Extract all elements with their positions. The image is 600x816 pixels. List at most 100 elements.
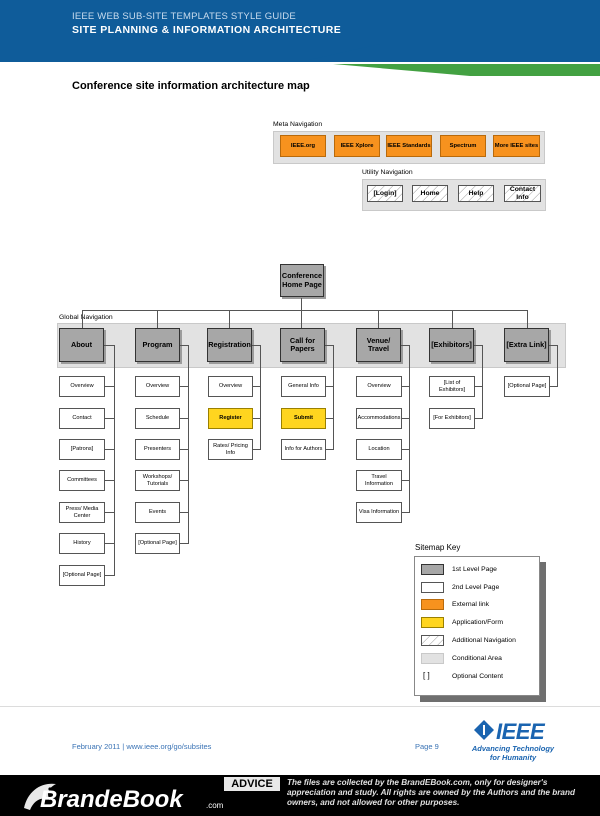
connector <box>401 345 410 346</box>
connector <box>157 310 158 328</box>
connector <box>452 310 453 328</box>
page-heading: Conference site information architecture… <box>72 80 310 92</box>
connector <box>402 480 410 481</box>
page-program-schedule[interactable]: Schedule <box>135 408 180 429</box>
connector <box>180 418 189 419</box>
page-about-overview[interactable]: Overview <box>59 376 105 397</box>
connector <box>326 386 334 387</box>
key-swatch-level1 <box>421 564 444 575</box>
page-exhibitors-for-exhibitors[interactable]: [For Exhibitors] <box>429 408 475 429</box>
global-nav-call-for-papers[interactable]: Call for Papers <box>280 328 325 362</box>
connector <box>105 386 115 387</box>
connector <box>301 310 302 328</box>
connector <box>402 449 410 450</box>
key-label-external: External link <box>452 601 490 608</box>
page-venue-overview[interactable]: Overview <box>356 376 402 397</box>
connector <box>82 310 83 328</box>
key-swatch-brackets: [ ] <box>423 671 430 680</box>
key-label-level2: 2nd Level Page <box>452 584 500 591</box>
key-label-level1: 1st Level Page <box>452 566 497 573</box>
page-about-contact[interactable]: Contact <box>59 408 105 429</box>
page-program-overview[interactable]: Overview <box>135 376 180 397</box>
connector <box>549 345 558 346</box>
connector <box>114 345 115 575</box>
global-nav-about[interactable]: About <box>59 328 104 362</box>
header-subtitle: IEEE WEB SUB-SITE TEMPLATES STYLE GUIDE <box>72 11 296 22</box>
utility-nav-home[interactable]: Home <box>412 185 448 202</box>
page-about-patrons[interactable]: [Patrons] <box>59 439 105 460</box>
page-program-presenters[interactable]: Presenters <box>135 439 180 460</box>
connector <box>105 575 115 576</box>
connector <box>253 386 261 387</box>
page-registration-rates-pricing[interactable]: Rates/ Pricing Info <box>208 439 253 460</box>
utility-nav-help[interactable]: Help <box>458 185 494 202</box>
connector <box>105 512 115 513</box>
connector <box>402 512 410 513</box>
ieee-logo-wordmark: IEEE <box>496 719 545 744</box>
page-cfp-submit[interactable]: Submit <box>281 408 326 429</box>
connector <box>229 310 230 328</box>
connector <box>180 449 189 450</box>
page-venue-travel-information[interactable]: Travel Information <box>356 470 402 491</box>
connector <box>105 543 115 544</box>
global-nav-exhibitors[interactable]: [Exhibitors] <box>429 328 474 362</box>
global-nav-registration[interactable]: Registration <box>207 328 252 362</box>
connector <box>253 418 261 419</box>
utility-nav-label: Utility Navigation <box>362 169 413 176</box>
meta-nav-more-ieee-sites[interactable]: More IEEE sites <box>493 135 540 157</box>
connector <box>105 480 115 481</box>
key-swatch-conditional <box>421 653 444 664</box>
page-venue-visa-information[interactable]: Visa Information <box>356 502 402 523</box>
connector <box>301 298 302 310</box>
connector <box>550 386 558 387</box>
header-green-swoosh <box>300 44 600 76</box>
global-nav-program[interactable]: Program <box>135 328 180 362</box>
page-registration-register[interactable]: Register <box>208 408 253 429</box>
page-program-events[interactable]: Events <box>135 502 180 523</box>
page-about-history[interactable]: History <box>59 533 105 554</box>
page-about-press-media-center[interactable]: Press/ Media Center <box>59 502 105 523</box>
watermark-note: The files are collected by the BrandEBoo… <box>287 778 575 807</box>
connector <box>105 449 115 450</box>
advice-badge: ADVICE <box>224 777 280 791</box>
utility-nav-login[interactable]: [Login] <box>367 185 403 202</box>
utility-nav-contact-info[interactable]: Contact Info <box>504 185 541 202</box>
page-exhibitors-list[interactable]: [List of Exhibitors] <box>429 376 475 397</box>
ieee-diamond-icon <box>474 720 494 740</box>
page-about-committees[interactable]: Committees <box>59 470 105 491</box>
global-nav-venue-travel[interactable]: Venue/ Travel <box>356 328 401 362</box>
page-cfp-general-info[interactable]: General Info <box>281 376 326 397</box>
page-venue-location[interactable]: Location <box>356 439 402 460</box>
meta-nav-spectrum[interactable]: Spectrum <box>440 135 486 157</box>
page-registration-overview[interactable]: Overview <box>208 376 253 397</box>
key-label-optional: Optional Content <box>452 673 504 680</box>
connector <box>188 345 189 544</box>
key-swatch-level2 <box>421 582 444 593</box>
page-venue-accommodations[interactable]: Accommodations <box>356 408 402 429</box>
connector <box>82 310 528 311</box>
meta-nav-ieee-xplore[interactable]: IEEE Xplore <box>334 135 380 157</box>
home-page-box[interactable]: Conference Home Page <box>280 264 324 297</box>
global-nav-extra-link[interactable]: [Extra Link] <box>504 328 549 362</box>
page-about-optional-page[interactable]: [Optional Page] <box>59 565 105 586</box>
watermark-bar <box>0 775 600 816</box>
meta-nav-label: Meta Navigation <box>273 121 323 128</box>
meta-nav-ieee-standards[interactable]: IEEE Standards <box>386 135 432 157</box>
connector <box>326 449 334 450</box>
footer-page-number: Page 9 <box>415 742 439 751</box>
footer-divider <box>0 706 600 707</box>
connector <box>475 418 483 419</box>
connector <box>333 345 334 450</box>
eagle-logo-icon <box>24 783 56 810</box>
page-extra-optional-page[interactable]: [Optional Page] <box>504 376 550 397</box>
header-title: SITE PLANNING & INFORMATION ARCHITECTURE <box>72 24 342 36</box>
meta-nav-ieee-org[interactable]: IEEE.org <box>280 135 326 157</box>
key-label-form: Application/Form <box>452 619 503 626</box>
connector <box>105 418 115 419</box>
page-program-workshops-tutorials[interactable]: Workshops/ Tutorials <box>135 470 180 491</box>
page-program-optional-page[interactable]: [Optional Page] <box>135 533 180 554</box>
connector <box>402 418 410 419</box>
page-cfp-info-for-authors[interactable]: Info for Authors <box>281 439 326 460</box>
connector <box>474 345 483 346</box>
connector <box>180 543 189 544</box>
